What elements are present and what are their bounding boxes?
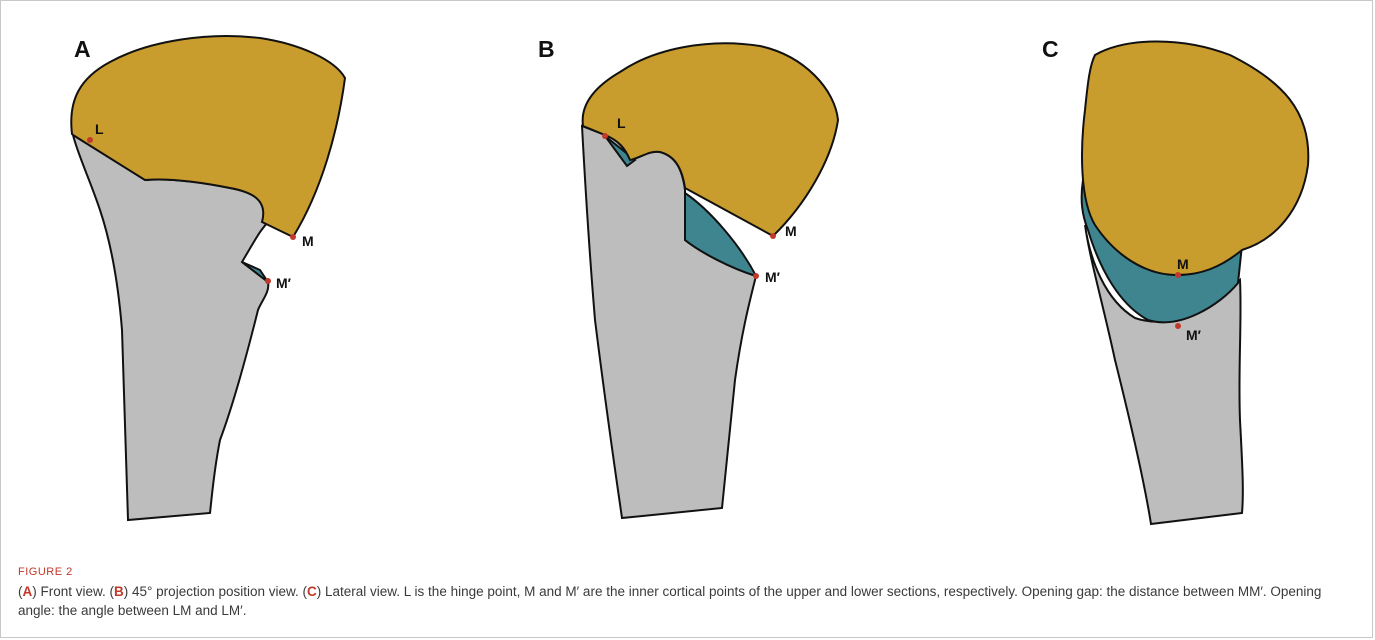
- point-m-prime: [1175, 323, 1181, 329]
- label-m-prime: M′: [276, 275, 292, 291]
- figure-caption: FIGURE 2 (A) Front view. (B) 45° project…: [18, 566, 1358, 620]
- point-l: [602, 133, 608, 139]
- figure-label: FIGURE 2: [18, 566, 1358, 578]
- label-m: M: [785, 223, 797, 239]
- bone-shaft: [73, 135, 270, 520]
- panel-b-drawing: L M M′: [460, 0, 920, 560]
- panel-b: L M M′ B: [460, 0, 920, 560]
- panel-a: L M M′ A: [0, 0, 460, 560]
- panel-a-drawing: L M M′: [0, 0, 460, 560]
- caption-seg-2: ) 45° projection position view. (: [124, 584, 307, 599]
- point-m: [770, 233, 776, 239]
- caption-ref-c: C: [307, 584, 317, 599]
- caption-seg-1: ) Front view. (: [32, 584, 114, 599]
- label-l: L: [95, 121, 104, 137]
- caption-text: (A) Front view. (B) 45° projection posit…: [18, 582, 1358, 620]
- panel-c: M M′ C: [920, 0, 1375, 560]
- panel-c-drawing: M M′: [920, 0, 1375, 560]
- point-l: [87, 137, 93, 143]
- label-m-prime: M′: [765, 269, 781, 285]
- panel-letter-b: B: [538, 36, 555, 63]
- point-m-prime: [753, 273, 759, 279]
- point-m: [290, 234, 296, 240]
- caption-ref-a: A: [23, 584, 33, 599]
- label-m: M: [302, 233, 314, 249]
- label-m: M: [1177, 256, 1189, 272]
- caption-ref-b: B: [114, 584, 124, 599]
- point-m: [1175, 272, 1181, 278]
- point-m-prime: [265, 278, 271, 284]
- label-l: L: [617, 115, 626, 131]
- upper-fragment: [1082, 41, 1308, 275]
- panel-letter-c: C: [1042, 36, 1059, 63]
- panel-letter-a: A: [74, 36, 91, 63]
- label-m-prime: M′: [1186, 327, 1202, 343]
